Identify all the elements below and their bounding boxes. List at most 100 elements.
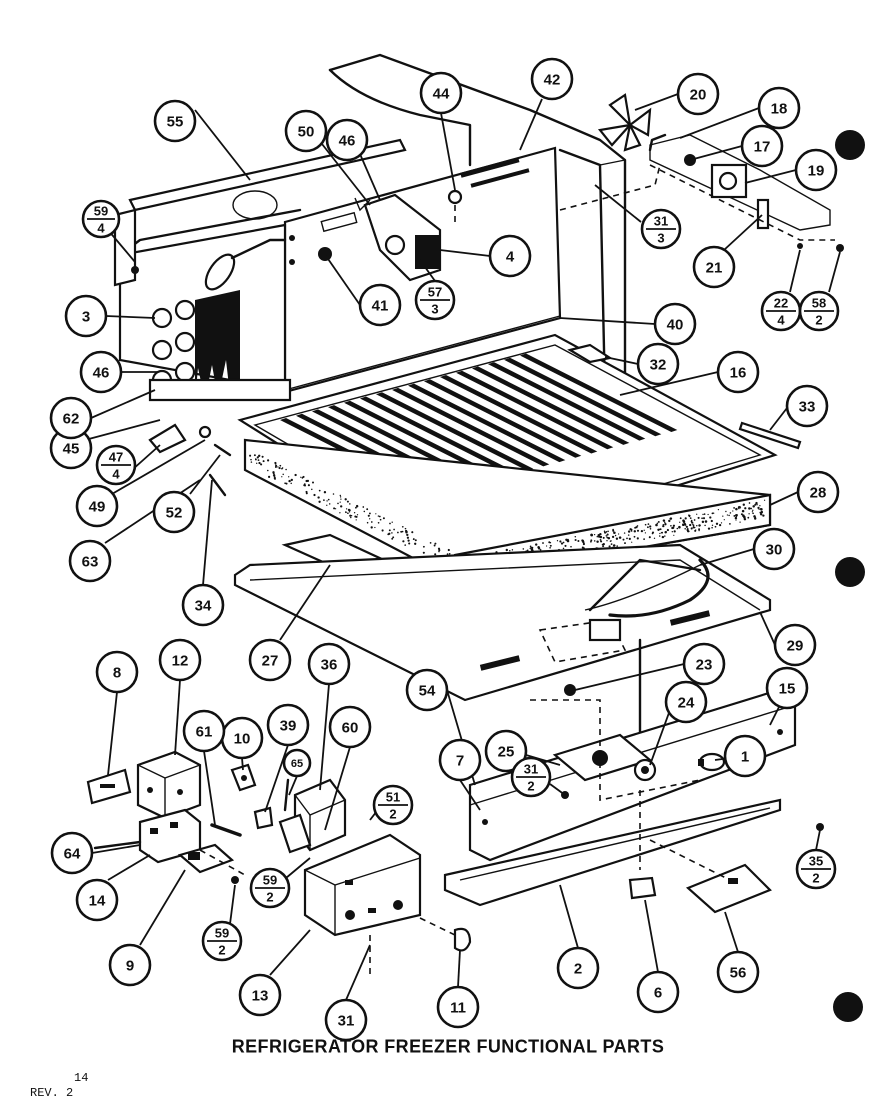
callout-ring — [794, 148, 838, 192]
speckle-dot — [363, 510, 366, 513]
callout-leader-line — [759, 611, 776, 646]
screw-23 — [564, 684, 576, 696]
callout-2: 2 — [556, 946, 600, 990]
speckle-dot — [281, 476, 283, 478]
fraction-numerator: 31 — [654, 214, 668, 229]
assembly-dash-lines — [199, 205, 731, 975]
callout-label: 46 — [339, 133, 356, 150]
callout-ring — [757, 86, 801, 130]
speckle-dot — [655, 523, 658, 527]
speckle-dot — [349, 514, 352, 517]
callout-ring — [636, 342, 680, 386]
speckle-dot — [285, 468, 287, 471]
callout-label: 42 — [544, 72, 561, 89]
speckle-dot — [742, 503, 745, 506]
callout-leader-line — [525, 754, 561, 766]
callout-leader-line — [203, 750, 216, 826]
speckle-dot — [596, 540, 599, 543]
speckle-dot — [590, 539, 593, 542]
speckle-dot — [278, 467, 281, 470]
registration-mark-middle — [835, 557, 865, 587]
callout-25: 25 — [484, 729, 528, 773]
callout-leader-line — [574, 663, 685, 691]
speckle-dot — [698, 524, 701, 527]
callout-leader-line — [285, 857, 311, 879]
speckle-dot — [725, 510, 727, 513]
speckle-dot — [744, 507, 747, 510]
callout-leader-line — [789, 249, 801, 293]
bottom-panel-2 — [443, 798, 782, 907]
speckle-dot — [370, 526, 373, 529]
callout-leader-line — [594, 184, 642, 223]
speckle-dot — [596, 535, 599, 538]
clip-65 — [283, 778, 290, 812]
speckle-dot — [729, 512, 732, 514]
callout-49: 49 — [75, 484, 119, 528]
speckle-dot — [756, 504, 758, 506]
speckle-dot — [750, 507, 753, 510]
speckle-dot — [657, 520, 660, 523]
speckle-dot — [339, 501, 341, 503]
fraction-denominator: 3 — [657, 231, 664, 246]
callout-ring — [796, 470, 840, 514]
speckle-dot — [704, 524, 706, 527]
callout-ring — [75, 484, 119, 528]
callout-label: 24 — [678, 695, 695, 712]
callout-label: 32 — [650, 357, 667, 374]
speckle-dot — [539, 548, 542, 551]
speckle-dot — [743, 515, 746, 519]
speckle-dot — [644, 523, 647, 526]
speckle-dot — [701, 517, 703, 520]
speckle-dot — [758, 508, 760, 511]
callout-52: 52 — [152, 490, 196, 534]
grommet-41 — [318, 247, 332, 261]
callout-label: 21 — [706, 260, 723, 277]
speckle-dot — [607, 530, 609, 533]
speckle-dot — [290, 482, 292, 485]
speckle-dot — [549, 544, 552, 547]
fraction-numerator: 58 — [812, 296, 826, 311]
speckle-dot — [391, 532, 393, 534]
callout-30: 30 — [752, 527, 796, 571]
speckle-dot — [323, 491, 327, 494]
speckle-dot — [604, 531, 607, 534]
speckle-dot — [411, 531, 414, 534]
tray-56 — [685, 863, 772, 914]
speckle-dot — [366, 521, 369, 524]
speckle-dot — [529, 547, 531, 550]
speckle-dot — [668, 519, 671, 523]
speckle-dot — [570, 545, 572, 548]
callouts-layer: 1234678910111213141516171819202123242527… — [49, 57, 840, 1042]
connector-9 — [177, 843, 235, 874]
speckle-dot — [382, 517, 385, 520]
speckle-dot — [535, 543, 538, 546]
callout-leader-line — [139, 869, 186, 946]
callout-label: 49 — [89, 499, 106, 516]
speckle-dot — [712, 512, 715, 514]
registration-mark-bottom — [833, 992, 863, 1022]
clip-6 — [628, 876, 657, 900]
fraction-numerator: 22 — [774, 296, 788, 311]
speckle-dot — [434, 553, 437, 556]
callout-61: 61 — [182, 709, 226, 753]
callout-20: 20 — [676, 72, 720, 116]
speckle-dot — [582, 542, 585, 546]
speckle-dot — [701, 520, 705, 524]
speckle-dot — [406, 533, 409, 537]
callout-label: 64 — [64, 846, 81, 863]
callout-ring — [324, 998, 368, 1042]
speckle-dot — [323, 499, 325, 501]
speckle-dot — [649, 527, 652, 530]
speckle-dot — [274, 466, 277, 468]
speckle-dot — [367, 514, 370, 517]
revision-label: REV. 2 — [30, 1086, 74, 1100]
callout-ring — [636, 970, 680, 1014]
speckle-dot — [288, 479, 291, 483]
fan-motor-assembly — [354, 189, 463, 282]
speckle-dot — [290, 478, 293, 482]
speckle-dot — [378, 515, 381, 518]
callout-label: 44 — [433, 86, 450, 103]
speckle-dot — [695, 529, 697, 531]
speckle-dot — [618, 536, 622, 539]
speckle-dot — [339, 512, 341, 514]
